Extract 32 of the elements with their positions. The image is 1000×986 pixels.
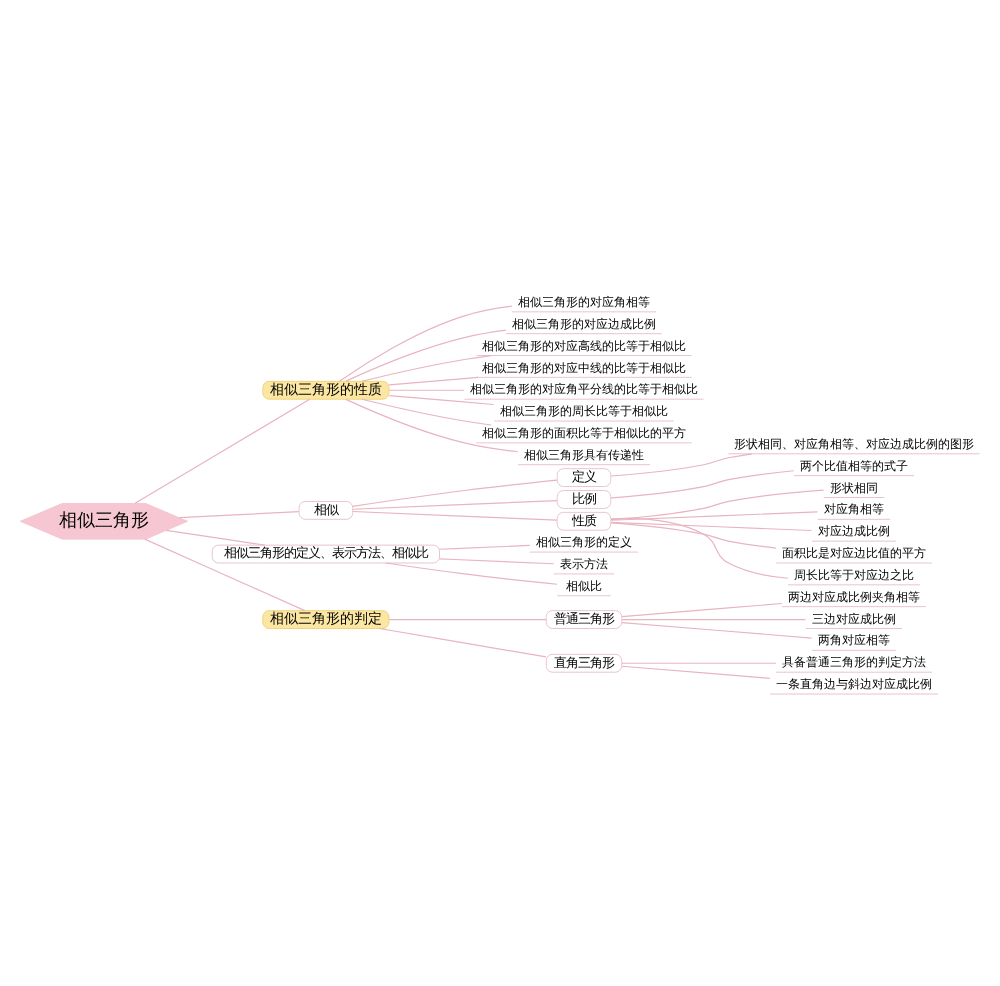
connector xyxy=(388,375,479,385)
connector xyxy=(610,516,789,578)
connector xyxy=(378,626,547,657)
connector xyxy=(345,328,507,381)
connector xyxy=(621,661,777,663)
connector xyxy=(338,304,513,381)
connector xyxy=(439,557,555,564)
connector xyxy=(621,664,771,678)
connector xyxy=(388,388,465,390)
connector xyxy=(352,509,558,520)
connector xyxy=(352,498,558,509)
connector xyxy=(352,478,558,506)
connector xyxy=(621,618,807,620)
connector xyxy=(610,488,825,520)
connector xyxy=(361,353,492,381)
connector xyxy=(610,469,795,498)
connector xyxy=(388,393,495,405)
connector xyxy=(621,601,783,617)
connector xyxy=(610,521,777,548)
connector xyxy=(361,397,492,425)
connector xyxy=(165,528,266,545)
connector xyxy=(610,520,813,531)
connector xyxy=(621,621,813,638)
connector xyxy=(345,397,519,452)
connector xyxy=(439,543,531,549)
connector xyxy=(144,537,306,611)
connector xyxy=(610,510,819,520)
connector xyxy=(610,452,753,476)
connector xyxy=(385,561,558,584)
connector xyxy=(178,510,300,518)
connector xyxy=(388,618,547,620)
connector xyxy=(134,397,311,503)
